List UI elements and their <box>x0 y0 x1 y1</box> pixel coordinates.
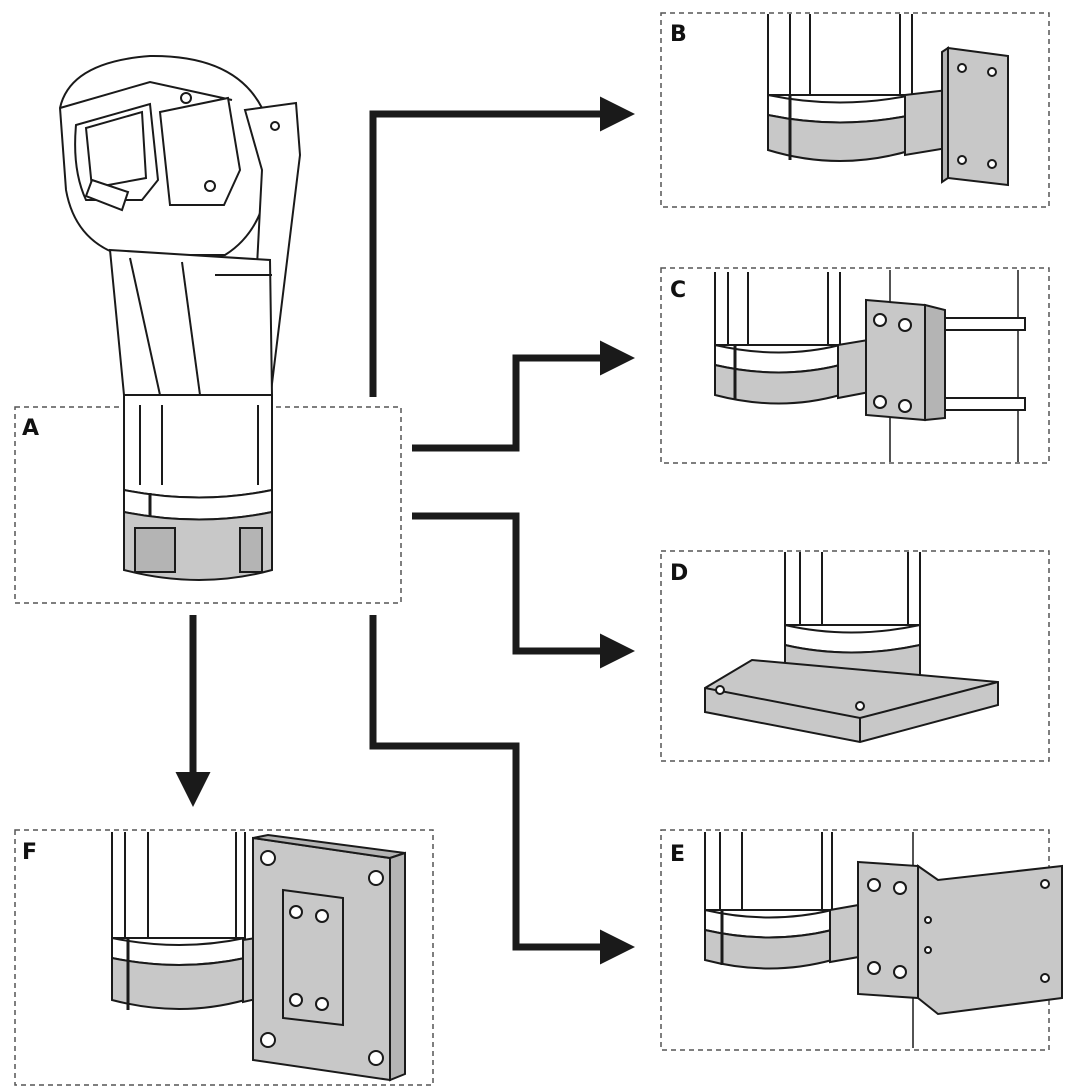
mount-bracket-icon <box>714 270 1026 462</box>
mount-bracket-icon <box>111 832 406 1082</box>
label-e: E <box>670 842 686 867</box>
label-d: D <box>670 561 689 586</box>
camera-icon <box>58 54 302 581</box>
frame-d <box>660 550 1050 762</box>
frame-b <box>660 12 1050 208</box>
label-f: F <box>22 840 38 865</box>
mount-bracket-icon <box>704 552 999 744</box>
arrow-to-d <box>412 512 635 669</box>
arrow-to-b <box>369 96 635 397</box>
mount-bracket-icon <box>704 832 1063 1048</box>
frame-c <box>660 267 1050 464</box>
frame-f <box>14 829 434 1086</box>
mount-bracket-icon <box>767 14 1009 187</box>
label-b: B <box>670 22 687 47</box>
label-a: A <box>22 416 40 441</box>
label-c: C <box>670 278 687 303</box>
arrow-to-e <box>369 615 635 965</box>
arrow-to-c <box>412 340 635 452</box>
